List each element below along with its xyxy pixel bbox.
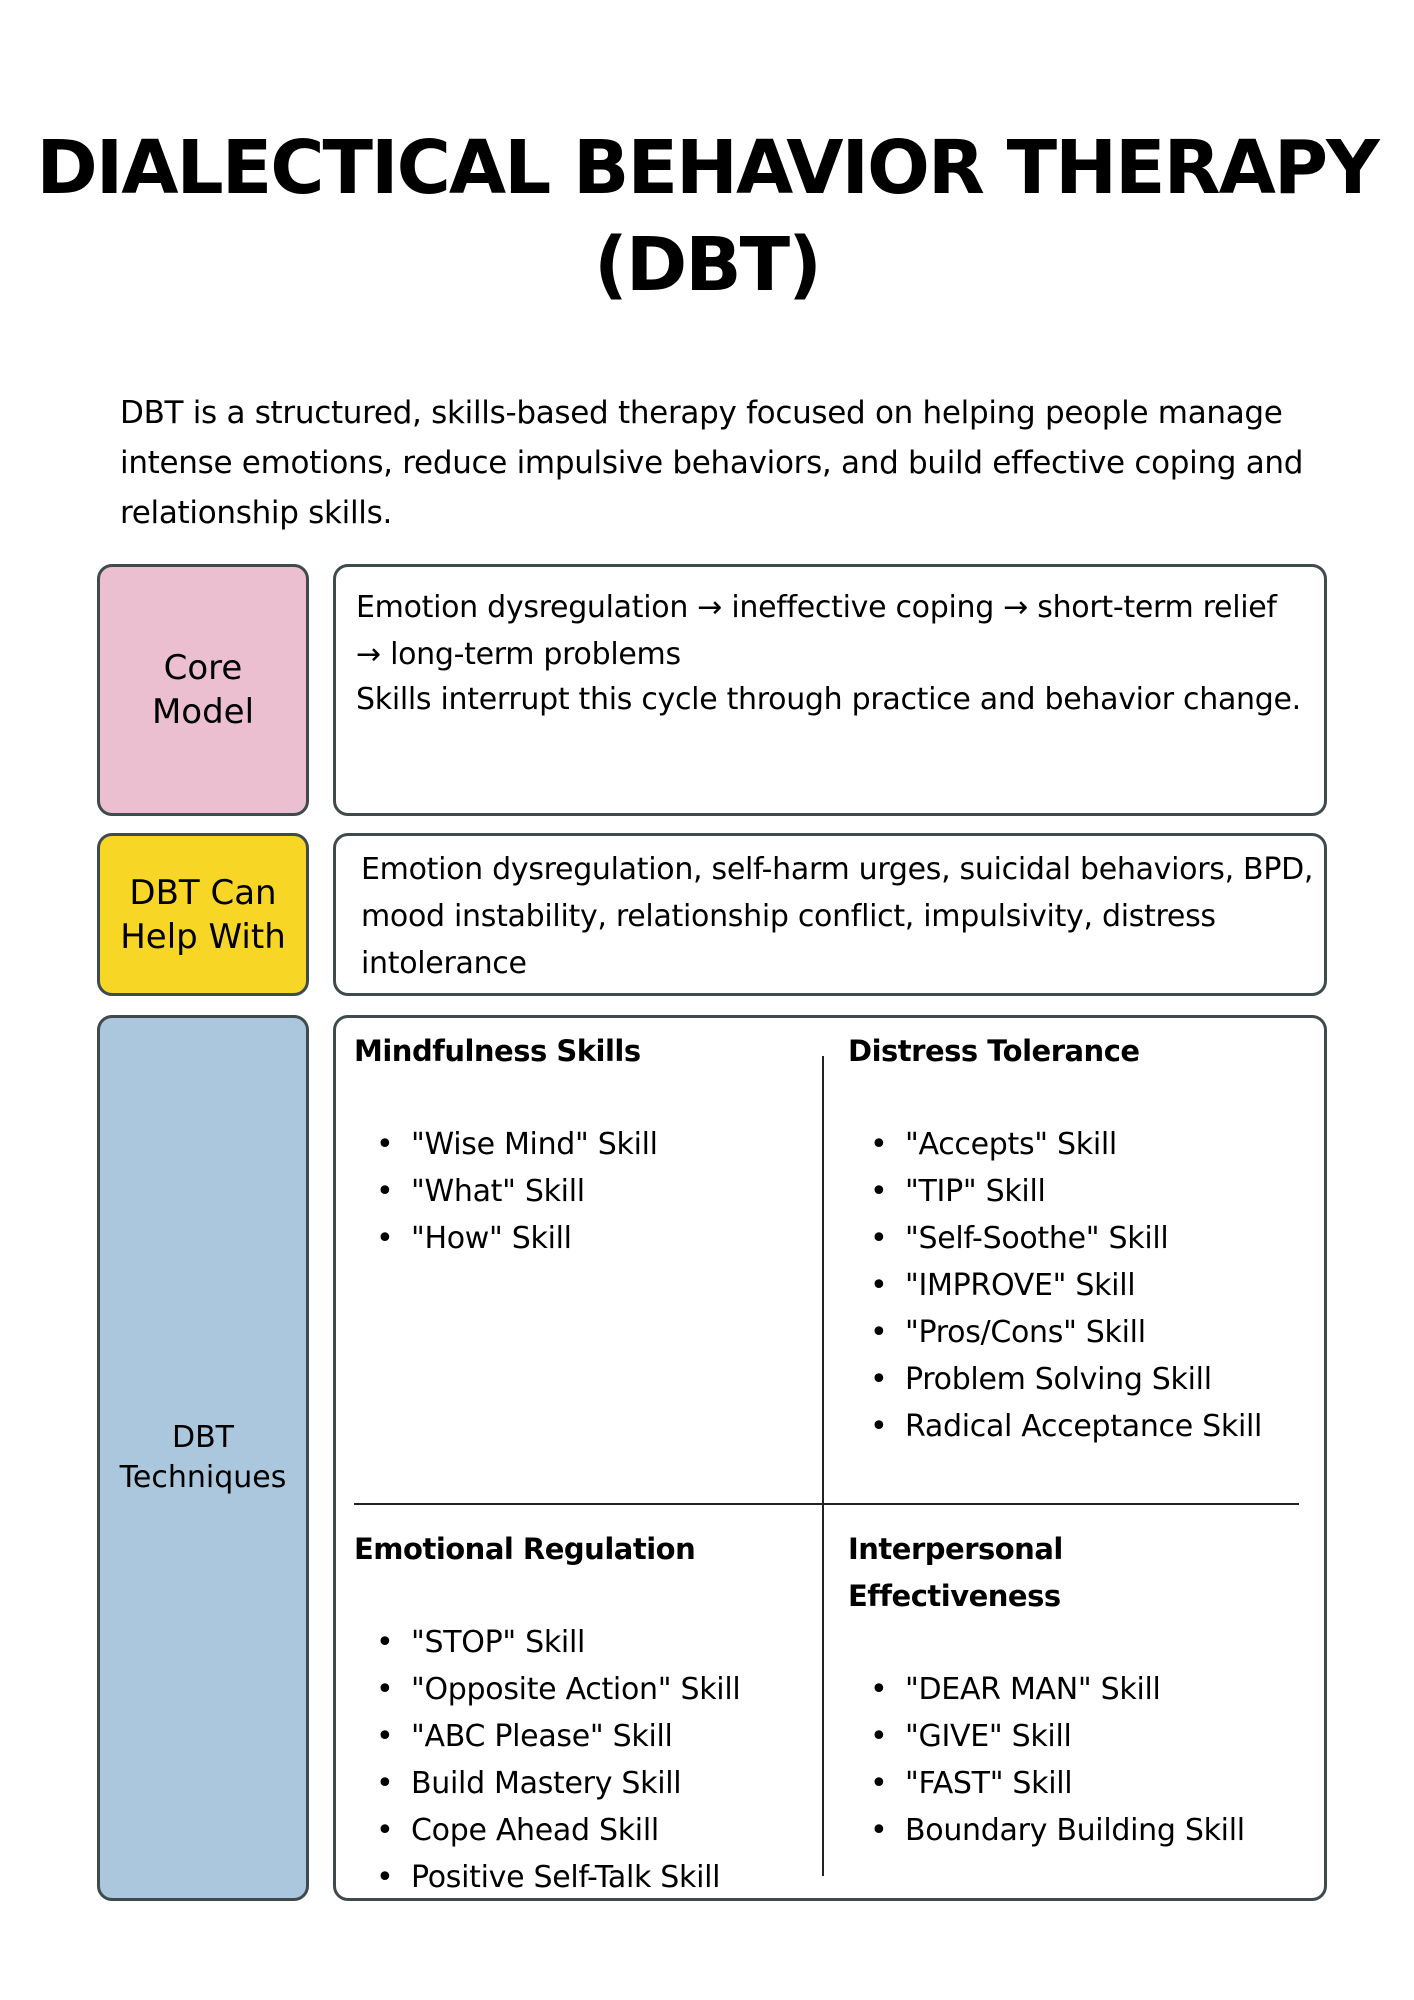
- bullet-icon: •: [870, 1766, 888, 1801]
- skill-list: • "DEAR MAN" Skill • "GIVE" Skill • "FAST" Sk…: [848, 1666, 1298, 1854]
- skill-list-item: • "Accepts" Skill: [848, 1121, 1298, 1168]
- bullet-icon: •: [376, 1174, 394, 1209]
- skill-name: "STOP" Skill: [411, 1625, 586, 1660]
- skill-list-item: • "ABC Please" Skill: [354, 1713, 794, 1760]
- bullet-icon: •: [870, 1672, 888, 1707]
- quadrant-distress-tolerance: Distress Tolerance • "Accepts" Skill • "TIP…: [848, 1028, 1298, 1450]
- techniques-label: DBT Techniques: [119, 1420, 287, 1495]
- bullet-icon: •: [870, 1127, 888, 1162]
- skill-name: "Accepts" Skill: [905, 1127, 1117, 1162]
- skill-name: "Self-Soothe" Skill: [905, 1221, 1169, 1256]
- skill-name: Boundary Building Skill: [905, 1813, 1245, 1848]
- skill-list-item: • Positive Self-Talk Skill: [354, 1854, 794, 1901]
- bullet-icon: •: [376, 1672, 394, 1707]
- skill-list-item: • "DEAR MAN" Skill: [848, 1666, 1298, 1713]
- help-with-text: Emotion dysregulation, self-harm urges, …: [361, 852, 1314, 981]
- bullet-icon: •: [870, 1174, 888, 1209]
- core-model-skills-text: Skills interrupt this cycle through prac…: [356, 682, 1301, 717]
- skill-name: "Pros/Cons" Skill: [905, 1315, 1146, 1350]
- title-line-1: DIALECTICAL BEHAVIOR THERAPY: [36, 125, 1379, 211]
- quadrant-heading: Interpersonal Effectiveness: [848, 1532, 1063, 1613]
- bullet-icon: •: [870, 1813, 888, 1848]
- skill-list-item: • Build Mastery Skill: [354, 1760, 794, 1807]
- help-with-label-box: DBT Can Help With: [97, 833, 309, 996]
- bullet-icon: •: [376, 1719, 394, 1754]
- skill-list-item: • Cope Ahead Skill: [354, 1807, 794, 1854]
- vertical-divider: [822, 1056, 824, 1876]
- bullet-icon: •: [870, 1719, 888, 1754]
- bullet-icon: •: [870, 1268, 888, 1303]
- bullet-icon: •: [870, 1315, 888, 1350]
- skill-list: • "Accepts" Skill • "TIP" Skill • "Self-Sooth…: [848, 1121, 1298, 1450]
- quadrant-heading: Distress Tolerance: [848, 1034, 1140, 1068]
- skill-name: "What" Skill: [411, 1174, 585, 1209]
- skill-list-item: • "Self-Soothe" Skill: [848, 1215, 1298, 1262]
- bullet-icon: •: [870, 1409, 888, 1444]
- quadrant-mindfulness: Mindfulness Skills • "Wise Mind" Skill • "W…: [354, 1028, 794, 1262]
- title-line-2: (DBT): [594, 222, 822, 308]
- skill-name: Cope Ahead Skill: [411, 1813, 659, 1848]
- core-model-content-box: Emotion dysregulation → ineffective copi…: [333, 564, 1327, 816]
- skill-list-item: • "Wise Mind" Skill: [354, 1121, 794, 1168]
- quadrant-interpersonal-effectiveness: Interpersonal Effectiveness • "DEAR MAN" …: [848, 1526, 1298, 1854]
- bullet-icon: •: [376, 1221, 394, 1256]
- skill-name: "DEAR MAN" Skill: [905, 1672, 1161, 1707]
- core-model-label-box: Core Model: [97, 564, 309, 816]
- bullet-icon: •: [376, 1625, 394, 1660]
- skill-list-item: • "IMPROVE" Skill: [848, 1262, 1298, 1309]
- quadrant-emotional-regulation: Emotional Regulation • "STOP" Skill • "Oppo…: [354, 1526, 794, 1901]
- skill-list-item: • "FAST" Skill: [848, 1760, 1298, 1807]
- skill-list-item: • Radical Acceptance Skill: [848, 1403, 1298, 1450]
- techniques-content-box: Mindfulness Skills • "Wise Mind" Skill • "W…: [333, 1015, 1327, 1901]
- skill-list-item: • Boundary Building Skill: [848, 1807, 1298, 1854]
- skill-name: Positive Self-Talk Skill: [411, 1860, 721, 1895]
- skill-list-item: • "Pros/Cons" Skill: [848, 1309, 1298, 1356]
- skill-list-item: • Problem Solving Skill: [848, 1356, 1298, 1403]
- skill-name: "How" Skill: [411, 1221, 572, 1256]
- bullet-icon: •: [870, 1221, 888, 1256]
- skill-name: "Opposite Action" Skill: [411, 1672, 741, 1707]
- skill-name: Problem Solving Skill: [905, 1362, 1212, 1397]
- bullet-icon: •: [376, 1860, 394, 1895]
- skill-list-item: • "TIP" Skill: [848, 1168, 1298, 1215]
- techniques-label-box: DBT Techniques: [97, 1015, 309, 1901]
- page-title: DIALECTICAL BEHAVIOR THERAPY (DBT): [0, 120, 1414, 314]
- skill-name: "FAST" Skill: [905, 1766, 1073, 1801]
- quadrant-heading: Mindfulness Skills: [354, 1034, 641, 1068]
- bullet-icon: •: [376, 1813, 394, 1848]
- skill-name: Build Mastery Skill: [411, 1766, 682, 1801]
- skill-list-item: • "How" Skill: [354, 1215, 794, 1262]
- bullet-icon: •: [376, 1127, 394, 1162]
- skill-name: "GIVE" Skill: [905, 1719, 1072, 1754]
- skill-name: "TIP" Skill: [905, 1174, 1046, 1209]
- skill-list-item: • "GIVE" Skill: [848, 1713, 1298, 1760]
- skill-list-item: • "STOP" Skill: [354, 1619, 794, 1666]
- bullet-icon: •: [870, 1362, 888, 1397]
- skill-name: "ABC Please" Skill: [411, 1719, 673, 1754]
- horizontal-divider: [354, 1503, 1299, 1505]
- bullet-icon: •: [376, 1766, 394, 1801]
- core-model-label: Core Model: [151, 648, 255, 732]
- skill-list: • "Wise Mind" Skill • "What" Skill • "How" Sk…: [354, 1121, 794, 1262]
- skill-name: "Wise Mind" Skill: [411, 1127, 658, 1162]
- help-with-content-box: Emotion dysregulation, self-harm urges, …: [333, 833, 1327, 996]
- intro-paragraph: DBT is a structured, skills-based therap…: [120, 395, 1304, 531]
- help-with-label: DBT Can Help With: [120, 872, 286, 957]
- core-model-cycle-text: Emotion dysregulation → ineffective copi…: [356, 590, 1277, 672]
- skill-list: • "STOP" Skill • "Opposite Action" Skill • "A…: [354, 1619, 794, 1901]
- quadrant-heading: Emotional Regulation: [354, 1532, 696, 1566]
- skill-name: "IMPROVE" Skill: [905, 1268, 1136, 1303]
- skill-name: Radical Acceptance Skill: [905, 1409, 1263, 1444]
- skill-list-item: • "Opposite Action" Skill: [354, 1666, 794, 1713]
- skill-list-item: • "What" Skill: [354, 1168, 794, 1215]
